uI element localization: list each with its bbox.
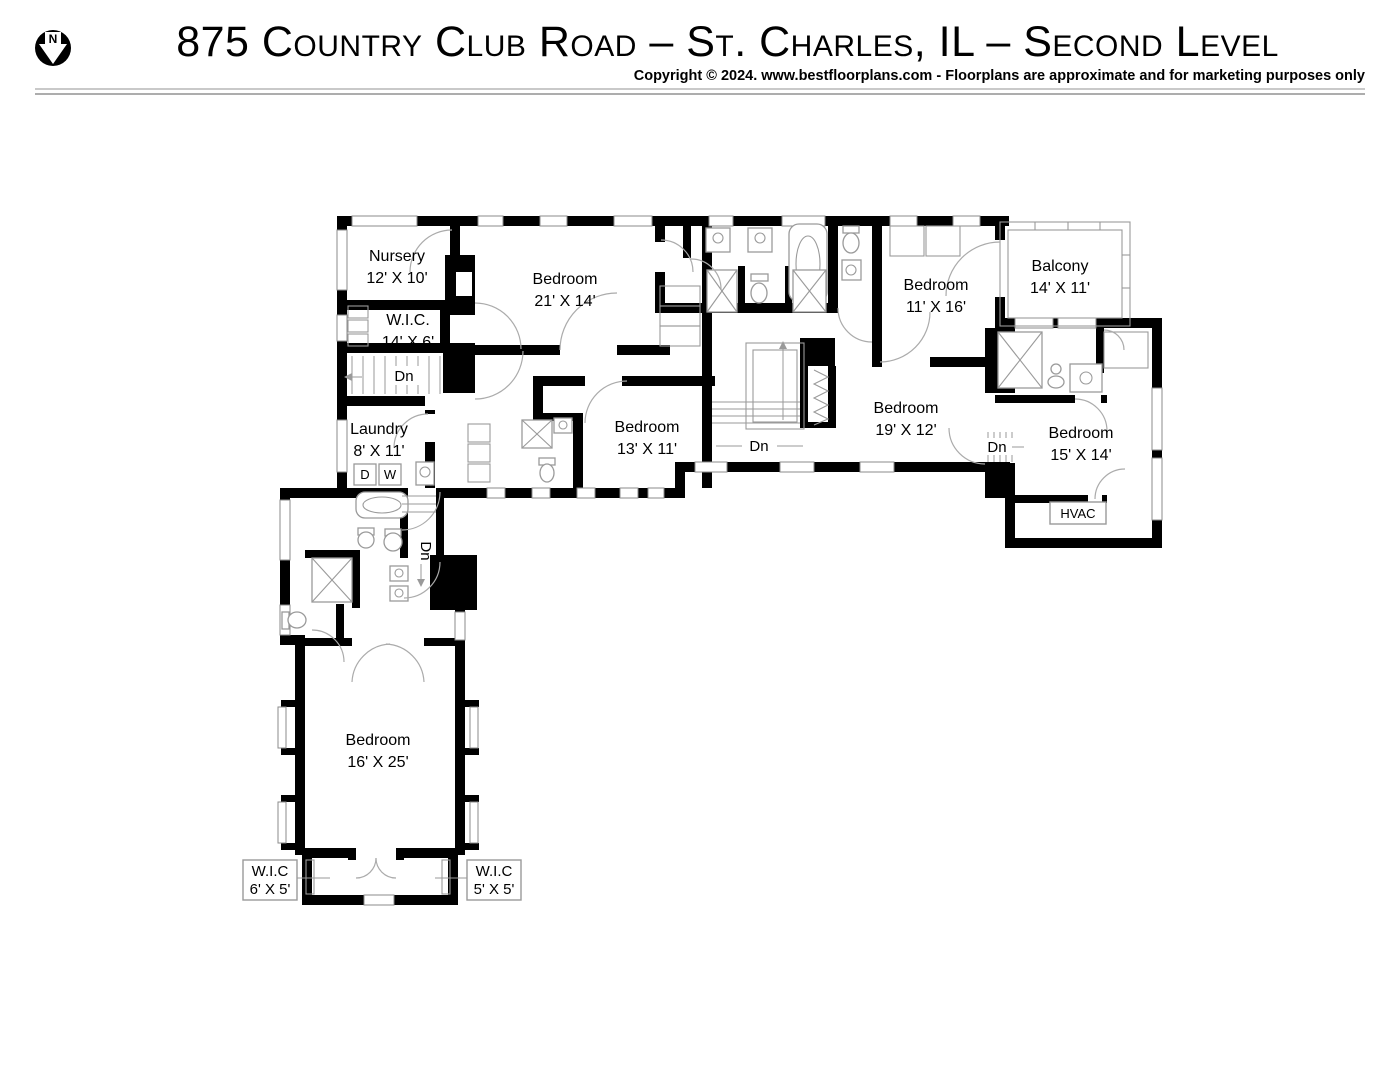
- copyright-note: Copyright © 2024. www.bestfloorplans.com…: [633, 68, 1365, 84]
- room-label-nursery: Nursery 12' X 10': [366, 248, 427, 287]
- shower-fixture: [706, 269, 827, 313]
- room-dims: 11' X 16': [906, 299, 966, 316]
- bifold-door: [812, 369, 830, 426]
- room-label-bedroom-21x14: Bedroom 21' X 14': [533, 271, 598, 310]
- shower-fixture: [997, 331, 1043, 389]
- room-label-bedroom-11x16: Bedroom 11' X 16': [904, 277, 969, 316]
- room-label-bedroom-13x11: Bedroom 13' X 11': [615, 419, 680, 458]
- bathtub-fixture: [355, 491, 409, 519]
- room-label-balcony: Balcony 14' X 11': [1030, 258, 1090, 297]
- room-dims: 13' X 11': [617, 441, 677, 458]
- wic-left-label-box: W.I.C 6' X 5': [242, 859, 330, 901]
- room-dims: 14' X 6': [382, 334, 434, 351]
- stairs-down-label: Dn: [987, 439, 1006, 456]
- utility-sink: [415, 461, 435, 486]
- hvac-label-box: HVAC: [1049, 501, 1107, 525]
- room-label-bedroom-19x12: Bedroom 19' X 12': [874, 400, 939, 439]
- room-label-wic-upper: W.I.C. 14' X 6': [382, 312, 434, 351]
- stairs-down-label: Dn: [749, 438, 768, 455]
- room-dims: 8' X 11': [353, 443, 404, 460]
- header-divider-2: [35, 93, 1365, 95]
- stairs-center: Dn: [712, 341, 805, 455]
- walls-layer: [280, 216, 1162, 905]
- sink-fixture: [357, 527, 409, 602]
- room-name: Balcony: [1032, 258, 1089, 275]
- closet-shelves: [347, 225, 1149, 483]
- room-name: W.I.C.: [386, 312, 430, 329]
- fixtures-layer: [281, 223, 1149, 895]
- room-dims: 19' X 12': [875, 422, 936, 439]
- wic-right-label-box: W.I.C 5' X 5': [435, 859, 522, 901]
- sink-fixture: [553, 417, 573, 434]
- hvac-label: HVAC: [1060, 506, 1095, 521]
- room-name: Bedroom: [1049, 425, 1114, 442]
- washer-label: W: [384, 467, 397, 482]
- room-dims: 16' X 25': [347, 754, 408, 771]
- room-name: Laundry: [350, 421, 408, 438]
- room-name: W.I.C: [476, 863, 513, 880]
- sink-fixture: [705, 227, 773, 253]
- stairs-right: Dn: [983, 432, 1024, 462]
- north-letter: N: [49, 32, 58, 46]
- toilet-fixture: [841, 225, 862, 281]
- balcony-rail: [999, 221, 1131, 327]
- north-indicator-icon: N: [35, 30, 71, 66]
- shower-fixture: [521, 419, 553, 449]
- room-name: Bedroom: [874, 400, 939, 417]
- room-dims: 15' X 14': [1050, 447, 1111, 464]
- toilet-fixture: [538, 457, 556, 483]
- room-dims: 5' X 5': [474, 881, 515, 898]
- stairs-left-wing: Dn: [402, 495, 436, 587]
- header: N 875 Country Club Road – St. Charles, I…: [0, 0, 1398, 100]
- stairs-down-label: Dn: [417, 541, 434, 560]
- dryer-label: D: [360, 467, 369, 482]
- room-label-laundry: Laundry 8' X 11': [350, 421, 408, 460]
- room-name: Bedroom: [346, 732, 411, 749]
- toilet-fixture: [281, 611, 307, 630]
- stairs-down-label: Dn: [394, 368, 413, 385]
- page-title: 875 Country Club Road – St. Charles, IL …: [176, 18, 1279, 66]
- room-label-bedroom-15x14: Bedroom 15' X 14': [1049, 425, 1114, 464]
- shower-fixture: [311, 557, 353, 603]
- room-dims: 6' X 5': [250, 881, 291, 898]
- doors-layer: [311, 229, 1126, 879]
- room-label-bedroom-16x25: Bedroom 16' X 25': [346, 732, 411, 771]
- sink-fixture: [1047, 363, 1103, 393]
- room-name: Nursery: [369, 248, 425, 265]
- room-dims: 12' X 10': [366, 270, 427, 287]
- toilet-fixture: [750, 273, 769, 304]
- header-divider: [35, 88, 1365, 90]
- washer-box: [378, 463, 402, 486]
- room-dims: 21' X 14': [534, 293, 595, 310]
- dryer-box: [353, 463, 377, 486]
- room-name: Bedroom: [615, 419, 680, 436]
- room-name: Bedroom: [533, 271, 598, 288]
- room-name: W.I.C: [252, 863, 289, 880]
- room-dims: 14' X 11': [1030, 280, 1090, 297]
- room-name: Bedroom: [904, 277, 969, 294]
- stairs-upper-left: Dn: [344, 356, 441, 394]
